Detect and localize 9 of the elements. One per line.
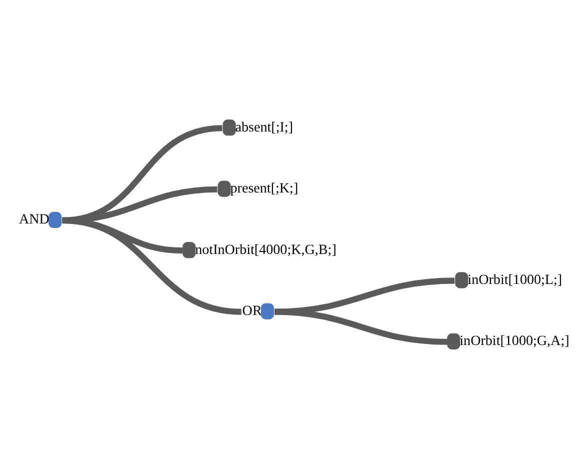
node-label: absent[;I;] xyxy=(235,119,294,136)
node-label: inOrbit[1000;G,A;] xyxy=(460,333,570,350)
node-label: notInOrbit[4000;K,G,B;] xyxy=(195,242,336,258)
connector xyxy=(274,308,448,345)
node-label: OR xyxy=(242,303,262,320)
node-label: present[;K;] xyxy=(230,180,298,197)
connector xyxy=(62,217,242,315)
connector xyxy=(274,278,455,315)
node-label: inOrbit[1000;L;] xyxy=(468,272,562,288)
